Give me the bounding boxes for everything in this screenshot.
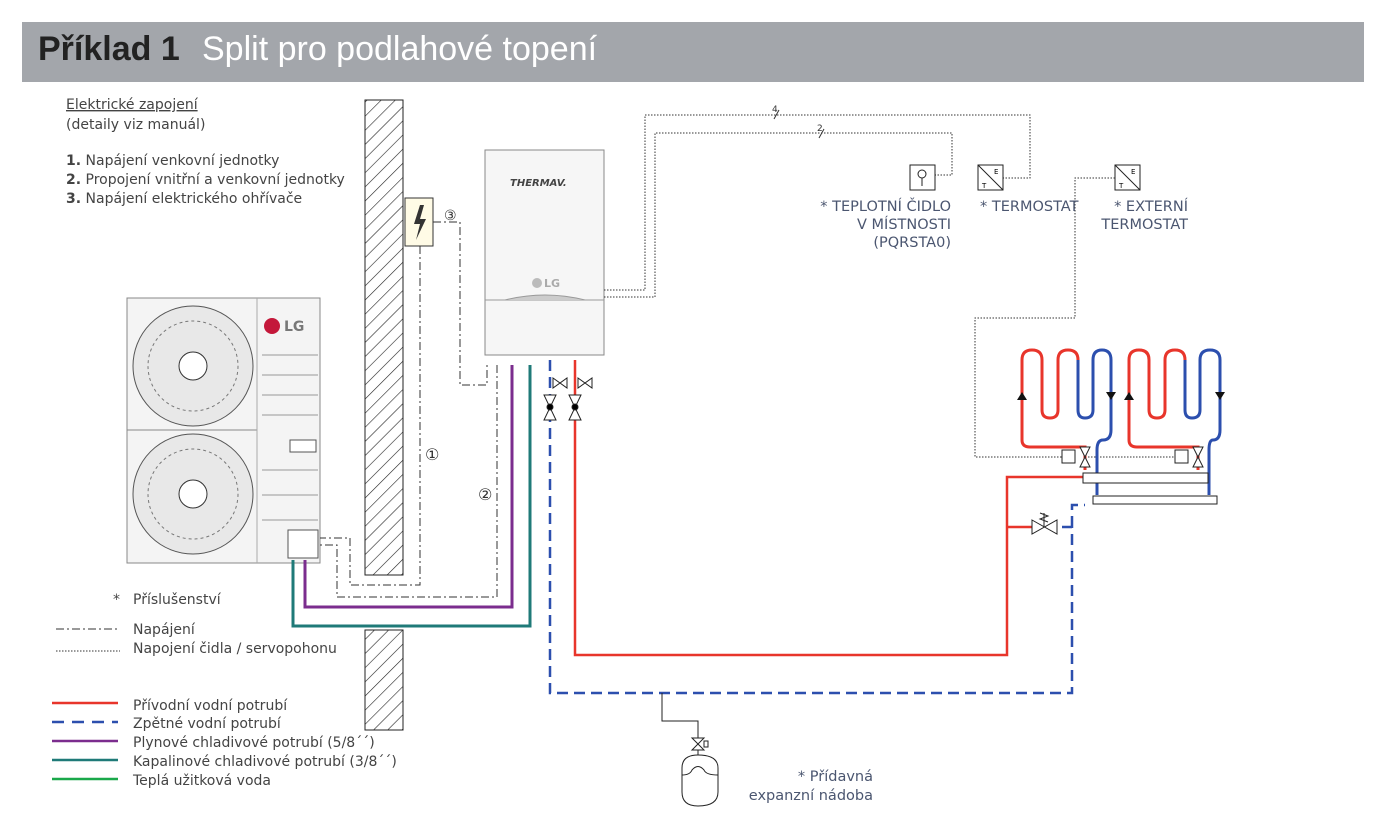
- electrical-notes: Elektrické zapojení (detaily viz manuál)…: [66, 97, 345, 207]
- gas-refrigerant-pipe: [303, 365, 514, 609]
- power-wires: [320, 221, 498, 598]
- supply-water-pipe: [573, 360, 1085, 657]
- legend: * Příslušenství Napájení Napojení čidla …: [52, 592, 397, 789]
- room-sensor-icon: [909, 164, 936, 191]
- lg-logo-icon: [532, 278, 542, 288]
- page-title: Split pro podlahové topení: [202, 30, 598, 68]
- legend-sensor: Napojení čidla / servopohonu: [133, 641, 337, 657]
- svg-text:TERMOSTAT: TERMOSTAT: [1100, 217, 1188, 233]
- actuator-valve-icon: [1061, 446, 1204, 468]
- legend-pipe: Přívodní vodní potrubí: [133, 698, 288, 714]
- wire-count-2: 2: [817, 124, 823, 134]
- fan-icon: [132, 305, 254, 427]
- outdoor-logo: LG: [284, 319, 304, 335]
- external-thermostat-label: * EXTERNÍ TERMOSTAT: [1100, 198, 1188, 233]
- svg-text:* EXTERNÍ: * EXTERNÍ: [1114, 198, 1188, 215]
- thermostat-label: * TERMOSTAT: [980, 199, 1079, 215]
- accessory-mark: *: [113, 592, 120, 608]
- legend-pipe: Kapalinové chladivové potrubí (3/8´´): [133, 754, 397, 770]
- thermostat-icon: TE: [977, 164, 1004, 191]
- bypass-valve-icon: [1031, 512, 1058, 535]
- external-thermostat-icon: TE: [1114, 164, 1141, 191]
- flow-arrow-icon: [1017, 392, 1225, 400]
- legend-power: Napájení: [133, 622, 196, 638]
- item-num: 3.: [66, 191, 81, 207]
- svg-text:(PQRSTA0): (PQRSTA0): [873, 235, 951, 251]
- legend-accessory: Příslušenství: [133, 592, 222, 608]
- svg-text:* Přídavná: * Přídavná: [798, 769, 873, 785]
- svg-text:3. Napájení elektrického ohřív: 3. Napájení elektrického ohřívače: [66, 191, 302, 207]
- item-num: 1.: [66, 153, 81, 169]
- indoor-logo: LG: [544, 277, 560, 290]
- svg-text:E: E: [1131, 168, 1135, 176]
- svg-text:expanzní nádoba: expanzní nádoba: [749, 788, 873, 804]
- return-manifold: [1092, 495, 1218, 505]
- title-bar: Příklad 1 Split pro podlahové topení: [22, 22, 1364, 82]
- liquid-refrigerant-pipe: [291, 365, 532, 628]
- supply-manifold: [1082, 472, 1209, 484]
- example-number: Příklad 1: [38, 30, 180, 68]
- lightning-icon: [414, 205, 426, 240]
- return-water-pipe: [548, 360, 1085, 695]
- electrical-note: (detaily viz manuál): [66, 117, 205, 133]
- svg-text:E: E: [994, 168, 998, 176]
- indoor-unit: THERMAV. LG: [484, 149, 605, 356]
- service-valves: [287, 529, 319, 559]
- legend-pipe: Zpětné vodní potrubí: [133, 716, 282, 732]
- svg-text:* TEPLOTNÍ ČIDLO: * TEPLOTNÍ ČIDLO: [820, 197, 951, 215]
- electrical-heading: Elektrické zapojení: [66, 97, 199, 113]
- marker-3: ③: [444, 208, 457, 224]
- valve-icon: [543, 377, 593, 421]
- svg-text:T: T: [981, 182, 987, 190]
- legend-pipe: Plynové chladivové potrubí (5/8´´): [133, 735, 375, 751]
- svg-text:2. Propojení vnitřní a venkovn: 2. Propojení vnitřní a venkovní jednotky: [66, 172, 345, 188]
- wall-lower: [364, 629, 404, 731]
- svg-text:V MÍSTNOSTI: V MÍSTNOSTI: [857, 216, 951, 233]
- wire-count-4: 4: [772, 105, 778, 115]
- sensor-wires: [604, 114, 1175, 458]
- expansion-tank: [661, 693, 719, 807]
- svg-text:T: T: [1118, 182, 1124, 190]
- legend-pipe: Teplá užitková voda: [132, 773, 271, 789]
- wall-upper: [364, 99, 404, 576]
- expansion-tank-label: * Přídavná expanzní nádoba: [749, 769, 873, 804]
- svg-text:1. Napájení venkovní jednotky: 1. Napájení venkovní jednotky: [66, 153, 279, 169]
- item-num: 2.: [66, 172, 81, 188]
- power-supply-box: [404, 197, 434, 247]
- marker-2: ②: [478, 485, 492, 504]
- therma-v-logo: THERMAV.: [510, 178, 567, 189]
- fan-icon: [132, 433, 254, 555]
- item-text: Napájení elektrického ohřívače: [86, 191, 303, 207]
- item-text: Napájení venkovní jednotky: [86, 153, 280, 169]
- lg-logo-icon: [264, 318, 280, 334]
- marker-1: ①: [425, 445, 439, 464]
- outdoor-unit: LG: [126, 297, 321, 564]
- item-text: Propojení vnitřní a venkovní jednotky: [86, 172, 345, 188]
